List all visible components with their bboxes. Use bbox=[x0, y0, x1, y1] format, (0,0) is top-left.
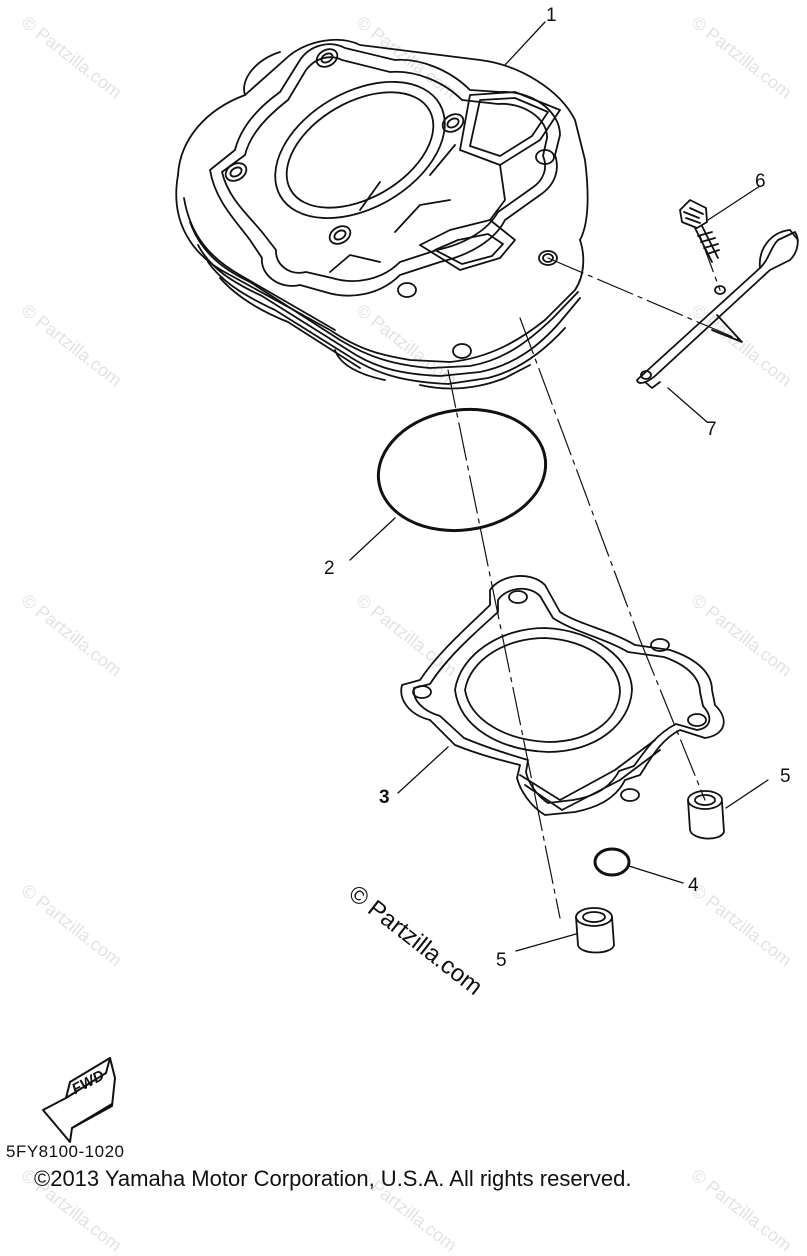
fwd-arrow-icon bbox=[42, 1057, 116, 1143]
dowel-pin-part-5-lower bbox=[575, 907, 615, 954]
copyright-text: ©2013 Yamaha Motor Corporation, U.S.A. A… bbox=[34, 1166, 632, 1191]
leader-lines bbox=[349, 21, 769, 952]
o-ring-part-4 bbox=[593, 847, 631, 877]
diagram-code: 5FY8100-1020 bbox=[6, 1142, 125, 1161]
callout-6: 6 bbox=[755, 171, 766, 192]
parts-diagram bbox=[42, 21, 799, 1143]
callout-5-upper: 5 bbox=[780, 766, 791, 787]
bolt-part-6 bbox=[679, 199, 720, 263]
callout-2: 2 bbox=[324, 558, 335, 579]
dowel-pin-part-5-upper bbox=[687, 790, 725, 840]
cylinder-gasket-part-3 bbox=[400, 575, 725, 816]
cylinder-part-1 bbox=[175, 38, 589, 390]
callout-3: 3 bbox=[379, 787, 390, 808]
o-ring-part-2 bbox=[376, 407, 548, 533]
callout-7: 7 bbox=[706, 419, 717, 440]
bracket-part-7 bbox=[636, 229, 799, 389]
alignment-lines bbox=[447, 235, 741, 919]
callout-5-lower: 5 bbox=[496, 950, 507, 971]
callout-1: 1 bbox=[546, 5, 557, 26]
callout-4: 4 bbox=[688, 875, 699, 896]
